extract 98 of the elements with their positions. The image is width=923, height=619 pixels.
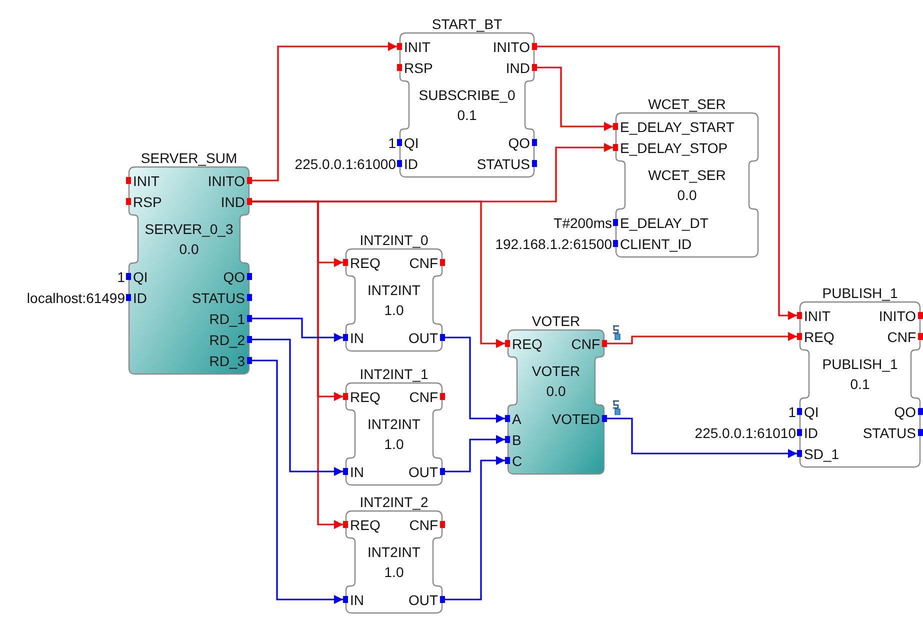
- parameter-value: 225.0.0.1:61000: [294, 154, 397, 172]
- port-label: STATUS: [476, 154, 537, 172]
- connector-arrow: [537, 46, 797, 320]
- block-type-name: SERVER_0_3: [144, 220, 234, 239]
- port-label: E_DELAY_DT: [613, 214, 708, 232]
- connector-arrow: [445, 456, 505, 600]
- port-label: REQ: [343, 388, 380, 406]
- version-number: 1.0: [383, 435, 405, 454]
- connector-arrow: [445, 435, 505, 472]
- block-type-name: VOTER: [530, 362, 582, 381]
- port-label: QI: [797, 402, 819, 420]
- port-label: OUT: [408, 590, 445, 608]
- instance-name: SERVER_SUM: [140, 150, 238, 166]
- port-label: RD_2: [209, 330, 252, 348]
- block-type-name: SUBSCRIBE_0: [418, 86, 516, 105]
- port-label: VOTED: [552, 410, 607, 428]
- port-label: ID: [397, 154, 418, 172]
- connector-arrow: [445, 336, 505, 423]
- port-label: RD_3: [209, 352, 252, 370]
- instance-name: INT2INT_1: [358, 366, 430, 382]
- port-label: IND: [506, 58, 537, 76]
- port-label: INITO: [878, 306, 923, 324]
- port-label: REQ: [797, 328, 834, 346]
- version-number: 0.1: [849, 375, 871, 394]
- parameter-value: 1: [117, 268, 126, 286]
- port-label: OUT: [408, 462, 445, 480]
- port-label: REQ: [505, 334, 542, 352]
- port-label: IND: [220, 192, 252, 210]
- parameter-value: 192.168.1.2:61500: [495, 234, 613, 252]
- port-label: INITO: [492, 38, 537, 56]
- version-number: 0.1: [456, 106, 478, 125]
- connector-arrow: [252, 42, 397, 182]
- port-label: A: [505, 410, 522, 428]
- function-block: [346, 232, 442, 351]
- port-label: STATUS: [862, 424, 923, 442]
- block-type-name: INT2INT: [366, 415, 422, 434]
- port-label: INIT: [397, 38, 430, 56]
- parameter-value: localhost:61499: [26, 288, 126, 306]
- connector-arrow: [252, 200, 505, 348]
- port-label: OUT: [408, 328, 445, 346]
- port-label: ID: [797, 424, 818, 442]
- port-label: E_DELAY_STOP: [613, 138, 728, 156]
- parameter-value: 1: [788, 402, 797, 420]
- block-type-name: PUBLISH_1: [821, 355, 899, 374]
- instance-name: WCET_SER: [647, 96, 727, 112]
- block-type-name: INT2INT: [366, 543, 422, 562]
- version-number: 0.0: [178, 240, 200, 259]
- parameter-value: T#200ms: [554, 214, 613, 232]
- function-block: [508, 313, 604, 474]
- port-label: STATUS: [192, 288, 252, 306]
- port-label: INIT: [126, 172, 160, 190]
- port-label: IN: [343, 462, 364, 480]
- instance-name: START_BT: [430, 16, 504, 32]
- connector-arrow: [607, 332, 797, 344]
- version-number: 1.0: [383, 563, 405, 582]
- port-label: IN: [343, 328, 364, 346]
- connector-arrow: [252, 318, 343, 342]
- port-label: SD_1: [797, 444, 840, 462]
- port-label: INITO: [208, 172, 252, 190]
- port-label: CNF: [409, 516, 445, 534]
- port-label: RSP: [126, 192, 162, 210]
- function-block: [346, 366, 442, 485]
- block-type-name: INT2INT: [366, 281, 422, 300]
- port-label: QO: [508, 134, 537, 152]
- port-label: QI: [397, 134, 419, 152]
- port-label: REQ: [343, 516, 380, 534]
- instance-name: INT2INT_0: [358, 232, 430, 248]
- port-label: INIT: [797, 306, 830, 324]
- version-number: 0.0: [676, 186, 698, 205]
- port-label: IN: [343, 590, 364, 608]
- port-label: REQ: [343, 254, 380, 272]
- instance-name: VOTER: [530, 313, 582, 329]
- instance-name: PUBLISH_1: [821, 285, 899, 301]
- parameter-value: 225.0.0.1:61010: [694, 424, 797, 442]
- connector-arrow: [607, 418, 797, 458]
- connector-arrow: [537, 66, 613, 131]
- instance-name: INT2INT_2: [358, 494, 430, 510]
- port-label: CNF: [571, 334, 607, 352]
- version-number: 0.0: [545, 382, 567, 401]
- port-label: QO: [223, 268, 252, 286]
- connector-arrow: [252, 338, 343, 476]
- port-label: E_DELAY_START: [613, 118, 734, 136]
- port-label: CNF: [409, 254, 445, 272]
- port-label: ID: [126, 288, 147, 306]
- port-label: RSP: [397, 58, 433, 76]
- connector-arrow: [252, 360, 343, 604]
- version-number: 1.0: [383, 301, 405, 320]
- port-label: CNF: [887, 328, 923, 346]
- port-label: QI: [126, 268, 148, 286]
- function-block: [346, 494, 442, 613]
- block-type-name: WCET_SER: [647, 166, 727, 185]
- port-label: QO: [894, 402, 923, 420]
- port-label: CLIENT_ID: [613, 234, 692, 252]
- port-label: RD_1: [209, 310, 252, 328]
- port-label: C: [505, 452, 522, 470]
- port-label: B: [505, 430, 522, 448]
- port-label: CNF: [409, 388, 445, 406]
- parameter-value: 1: [388, 134, 397, 152]
